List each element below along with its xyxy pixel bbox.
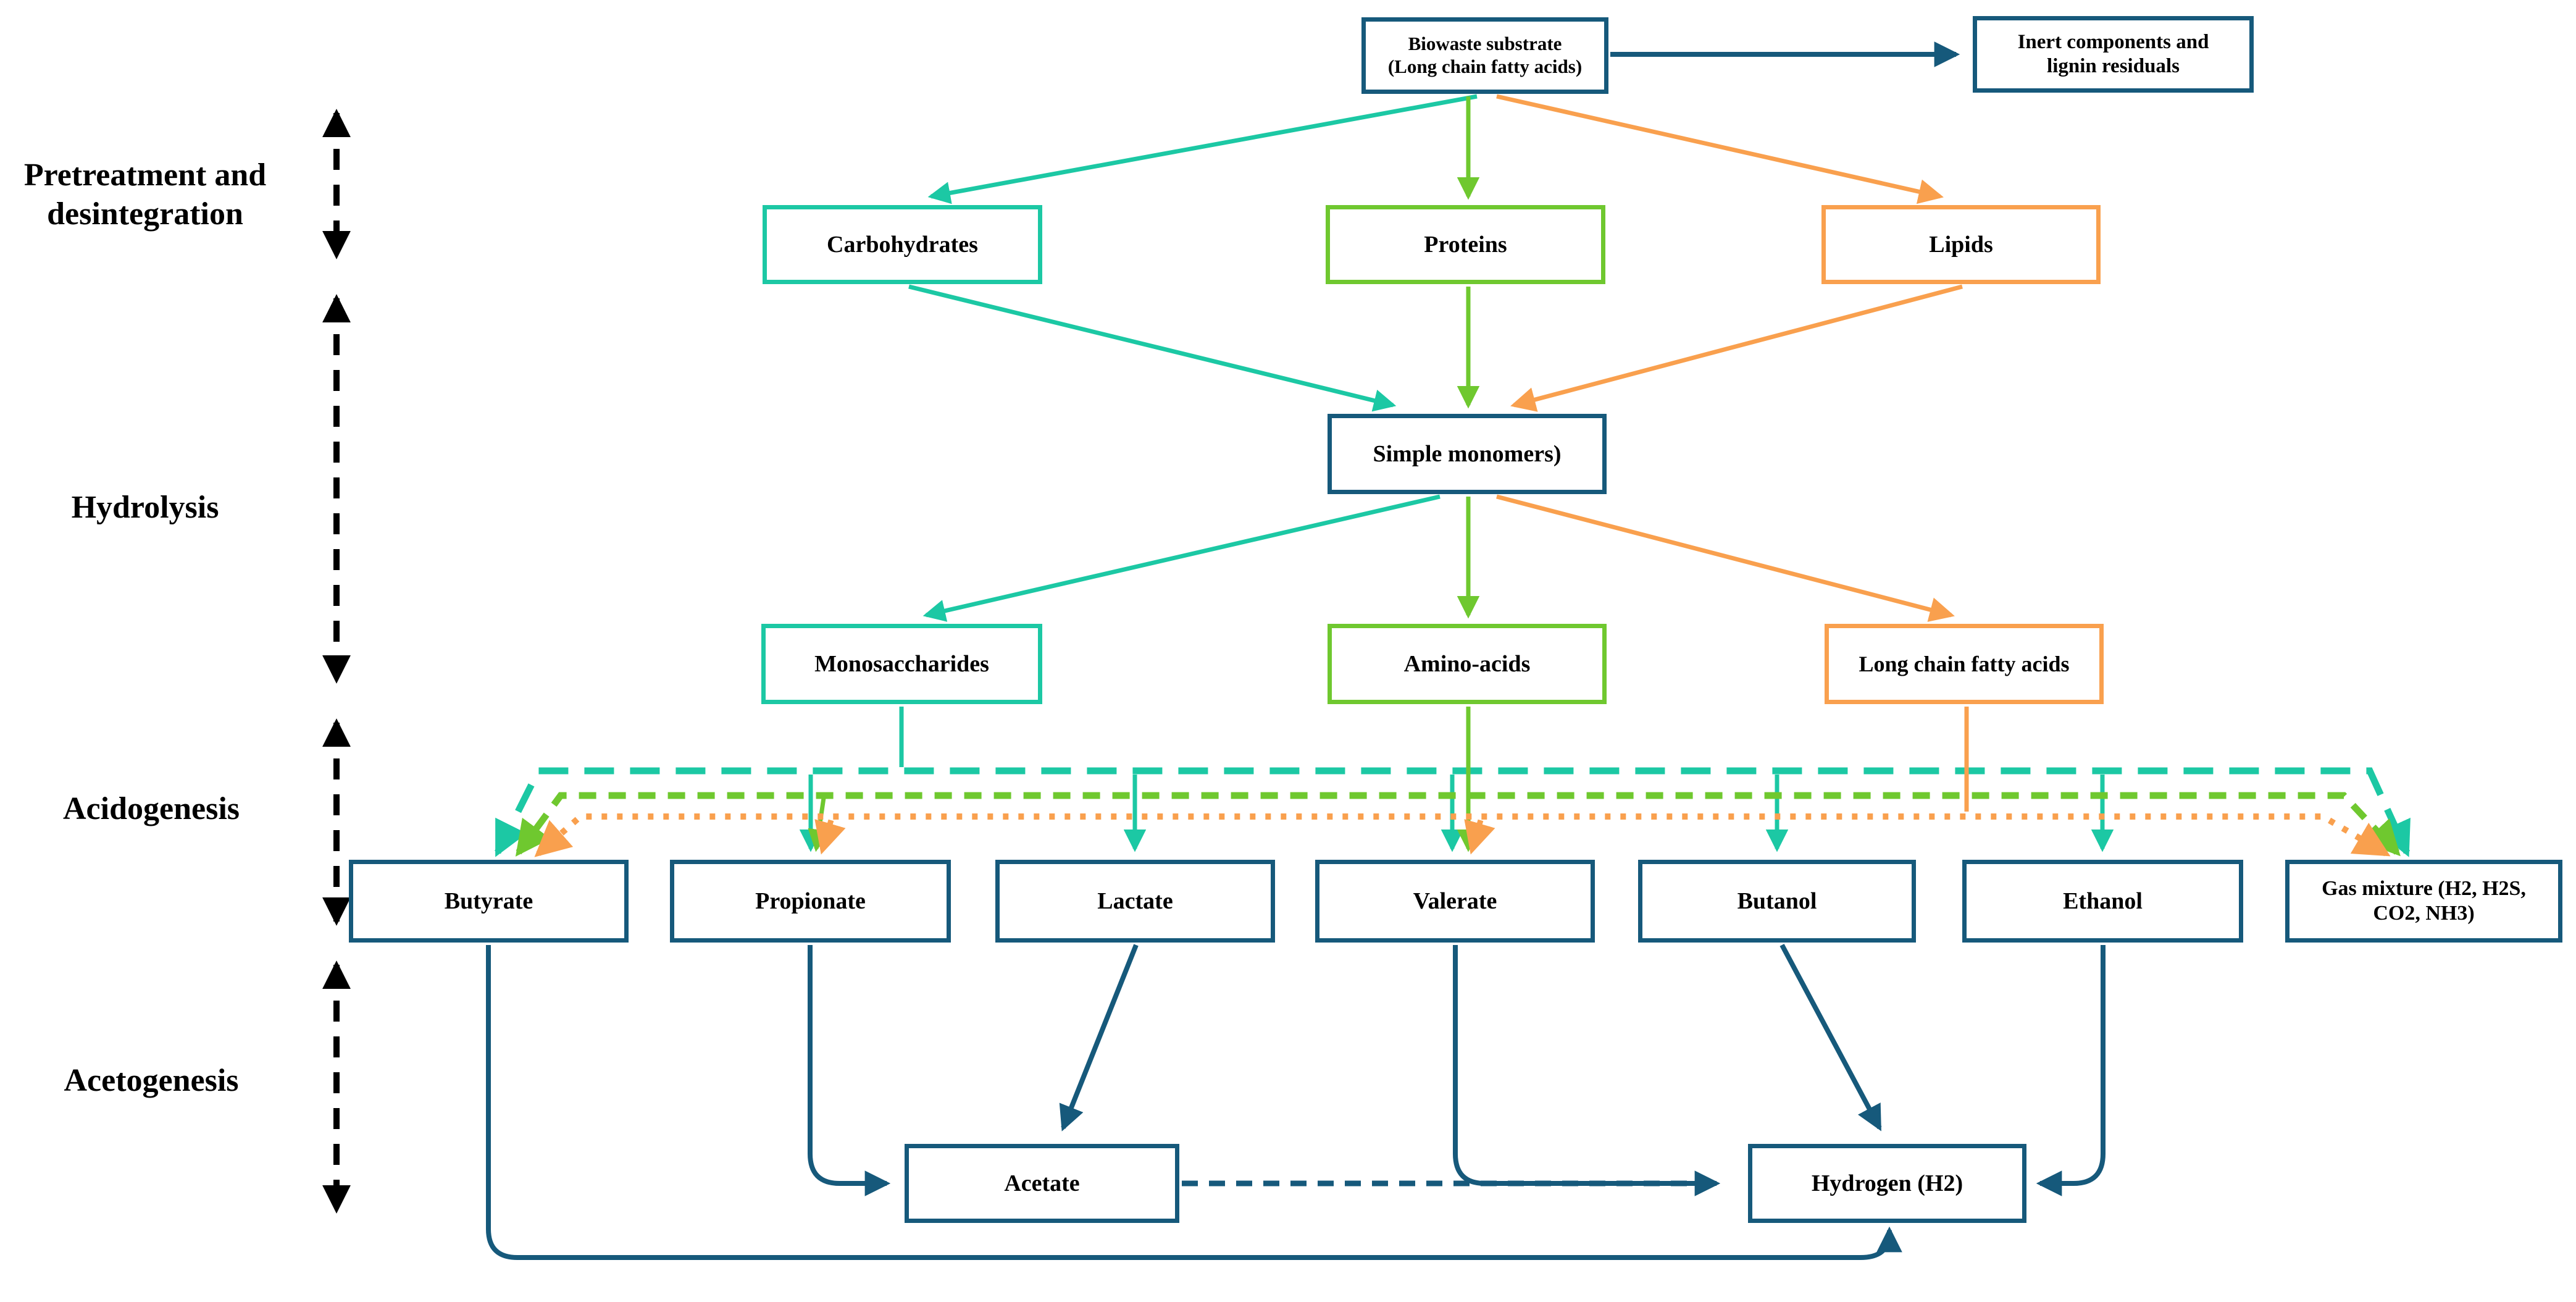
node-butanol-label: Butanol: [1737, 888, 1817, 914]
stage-label-pretreatment: Pretreatment and desintegration: [0, 156, 290, 234]
node-lactate-label: Lactate: [1097, 888, 1173, 914]
node-lactate: Lactate: [995, 860, 1275, 943]
node-hydrogen-label: Hydrogen (H2): [1811, 1170, 1963, 1196]
node-long-chain-fatty-acids: Long chain fatty acids: [1825, 624, 2104, 704]
node-carbohydrates: Carbohydrates: [763, 205, 1042, 284]
node-monosaccharides-label: Monosaccharides: [814, 650, 989, 677]
node-proteins: Proteins: [1326, 205, 1605, 284]
node-butyrate: Butyrate: [349, 860, 629, 943]
node-propionate-label: Propionate: [755, 888, 866, 914]
stage-pretreatment-line2: desintegration: [47, 196, 243, 232]
node-carbohydrates-label: Carbohydrates: [827, 231, 978, 258]
bus-orange-dotted: [534, 813, 2391, 857]
stage-label-acetogenesis: Acetogenesis: [0, 1061, 303, 1100]
arrow-carbohydrates-to-monomers: [908, 284, 1397, 412]
stage-pretreatment-line1: Pretreatment and: [23, 158, 267, 193]
node-biowaste-line2: (Long chain fatty acids): [1387, 56, 1583, 77]
arrow-green-drop-propionate: [808, 797, 830, 852]
arrow-lipids-to-monomers: [1510, 284, 1963, 412]
stage-hydrolysis-text: Hydrolysis: [71, 490, 219, 525]
stage-label-hydrolysis: Hydrolysis: [0, 488, 290, 527]
node-valerate: Valerate: [1315, 860, 1595, 943]
arrow-orange-drop-propionate: [814, 819, 846, 855]
arrow-butanol-to-hydrogen: [1779, 944, 1882, 1132]
node-butanol: Butanol: [1638, 860, 1916, 943]
arrow-valerate-to-hydrogen: [1453, 945, 1721, 1196]
stage-acidogenesis-text: Acidogenesis: [63, 791, 240, 826]
arrow-lactate-to-acetate: [1059, 944, 1139, 1132]
node-monosaccharides: Monosaccharides: [761, 624, 1042, 704]
node-inert-components: Inert components and lignin residuals: [1973, 16, 2254, 93]
node-propionate: Propionate: [670, 860, 951, 943]
arrow-biowaste-to-lipids: [1496, 94, 1944, 204]
node-gas-mixture-line1: Gas mixture (H2, H2S,: [2322, 876, 2526, 900]
node-amino-acids: Amino-acids: [1328, 624, 1607, 704]
node-biowaste-line1: Biowaste substrate: [1408, 33, 1562, 55]
node-butyrate-label: Butyrate: [444, 888, 533, 914]
node-inert-line2: lignin residuals: [2047, 55, 2180, 77]
node-ethanol: Ethanol: [1962, 860, 2243, 943]
arrow-biowaste-to-carbohydrates: [927, 94, 1478, 204]
node-simple-monomers-label: Simple monomers): [1373, 440, 1562, 467]
node-amino-acids-label: Amino-acids: [1403, 650, 1531, 677]
bus-green-dashed: [515, 792, 2401, 857]
node-hydrogen: Hydrogen (H2): [1748, 1144, 2026, 1223]
bus-teal-dashed: [495, 767, 2411, 857]
arrow-monomers-to-lcfa: [1496, 494, 1955, 622]
node-gas-mixture-line2: CO2, NH3): [2373, 902, 2475, 925]
node-lcfa-label: Long chain fatty acids: [1859, 651, 2070, 676]
node-lipids: Lipids: [1821, 205, 2101, 284]
arrow-orange-drop-valerate: [1464, 819, 1495, 855]
node-inert-line1: Inert components and: [2017, 31, 2209, 54]
stage-label-acidogenesis: Acidogenesis: [0, 789, 303, 828]
node-proteins-label: Proteins: [1424, 231, 1507, 258]
arrow-ethanol-to-hydrogen: [2036, 945, 2106, 1196]
arrow-butyrate-to-hydrogen: [486, 945, 1902, 1260]
arrow-monomers-to-monosaccharides: [922, 494, 1441, 622]
node-valerate-label: Valerate: [1413, 888, 1497, 914]
arrow-propionate-to-acetate: [808, 945, 891, 1196]
node-gas-mixture: Gas mixture (H2, H2S, CO2, NH3): [2285, 860, 2562, 943]
node-lipids-label: Lipids: [1929, 231, 1993, 258]
node-acetate: Acetate: [905, 1144, 1179, 1223]
node-simple-monomers: Simple monomers): [1328, 414, 1607, 494]
node-ethanol-label: Ethanol: [2063, 888, 2143, 914]
node-acetate-label: Acetate: [1004, 1170, 1080, 1196]
stage-acetogenesis-text: Acetogenesis: [64, 1063, 239, 1098]
node-biowaste-substrate: Biowaste substrate (Long chain fatty aci…: [1361, 17, 1608, 94]
